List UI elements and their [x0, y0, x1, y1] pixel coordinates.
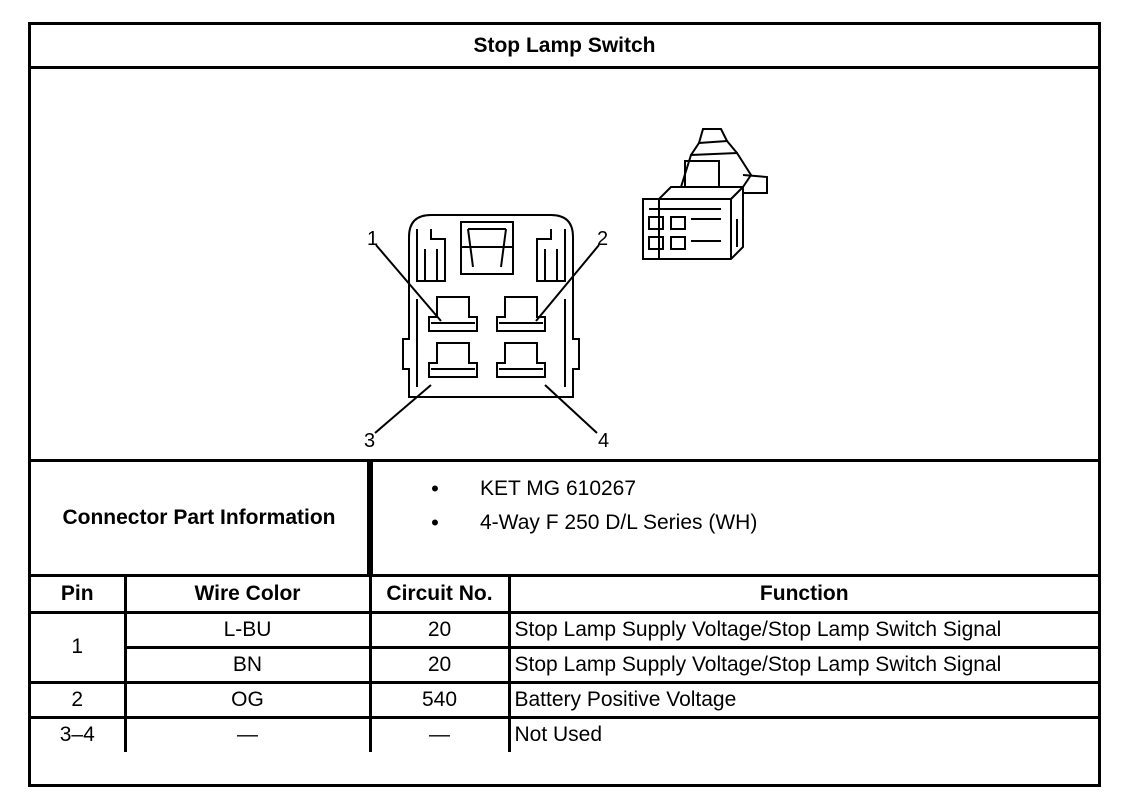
column-header-function: Function: [507, 577, 1098, 614]
pin-label-4: 4: [598, 430, 609, 452]
bullet-icon: •: [431, 510, 439, 535]
column-header-wire-color: Wire Color: [123, 577, 372, 614]
leader-line-3: [374, 384, 432, 434]
connector-outline: [402, 214, 580, 398]
table-row: 3–4 — — Not Used: [31, 715, 1098, 752]
wire-color-cell: BN: [125, 645, 372, 684]
cavity-3: [428, 342, 478, 378]
function-cell: Battery Positive Voltage: [507, 680, 1098, 719]
pin-table: Pin Wire Color Circuit No. Function 1 L-…: [31, 577, 1098, 752]
wire-color-cell: OG: [123, 680, 372, 719]
table-row: 2 OG 540 Battery Positive Voltage: [31, 680, 1098, 719]
part-number: KET MG 610267: [480, 477, 637, 500]
list-item: • KET MG 610267: [373, 472, 1098, 506]
cavity-4: [496, 342, 546, 378]
cavity-1: [428, 296, 478, 332]
function-cell: Stop Lamp Supply Voltage/Stop Lamp Switc…: [507, 610, 1098, 649]
function-cell: Stop Lamp Supply Voltage/Stop Lamp Switc…: [507, 645, 1098, 684]
list-item: • 4-Way F 250 D/L Series (WH): [373, 506, 1098, 540]
connector-diagram: 1 2 3 4: [31, 69, 1098, 462]
pin-label-1: 1: [367, 228, 378, 250]
connector-part-information: Connector Part Information • KET MG 6102…: [31, 462, 1098, 577]
pin-label-2: 2: [597, 228, 608, 250]
pin-cell: 1: [31, 610, 127, 684]
table-row: BN 20 Stop Lamp Supply Voltage/Stop Lamp…: [31, 645, 1098, 684]
connector-info-label: Connector Part Information: [31, 462, 370, 574]
pin-label-3: 3: [364, 430, 375, 452]
pin-cell: 2: [31, 680, 127, 719]
circuit-cell: —: [368, 715, 511, 752]
leader-line-4: [544, 384, 598, 434]
leader-line-1: [375, 244, 442, 322]
wire-color-cell: L-BU: [123, 610, 372, 649]
wire-color-cell: —: [123, 715, 372, 752]
cavity-2: [496, 296, 546, 332]
pin-cell: 3–4: [31, 715, 127, 752]
circuit-cell: 20: [368, 610, 511, 649]
connector-series: 4-Way F 250 D/L Series (WH): [480, 511, 758, 534]
circuit-cell: 540: [368, 680, 511, 719]
bullet-icon: •: [431, 476, 439, 501]
page-title: Stop Lamp Switch: [31, 25, 1098, 69]
table-header-row: Pin Wire Color Circuit No. Function: [31, 577, 1098, 614]
leader-line-2: [535, 244, 600, 322]
table-row: 1 L-BU 20 Stop Lamp Supply Voltage/Stop …: [31, 610, 1098, 684]
connector-info-list: • KET MG 610267 • 4-Way F 250 D/L Series…: [370, 462, 1098, 574]
circuit-cell: 20: [368, 645, 511, 684]
connector-face-drawing: 1 2 3 4: [364, 128, 768, 452]
column-header-circuit: Circuit No.: [368, 577, 511, 614]
function-cell: Not Used: [507, 715, 1098, 752]
column-header-pin: Pin: [31, 577, 127, 614]
connector-left-rib: [416, 229, 446, 282]
connector-document: Stop Lamp Switch: [28, 22, 1101, 787]
connector-right-rib: [536, 229, 566, 282]
connector-perspective-view: [642, 128, 768, 260]
